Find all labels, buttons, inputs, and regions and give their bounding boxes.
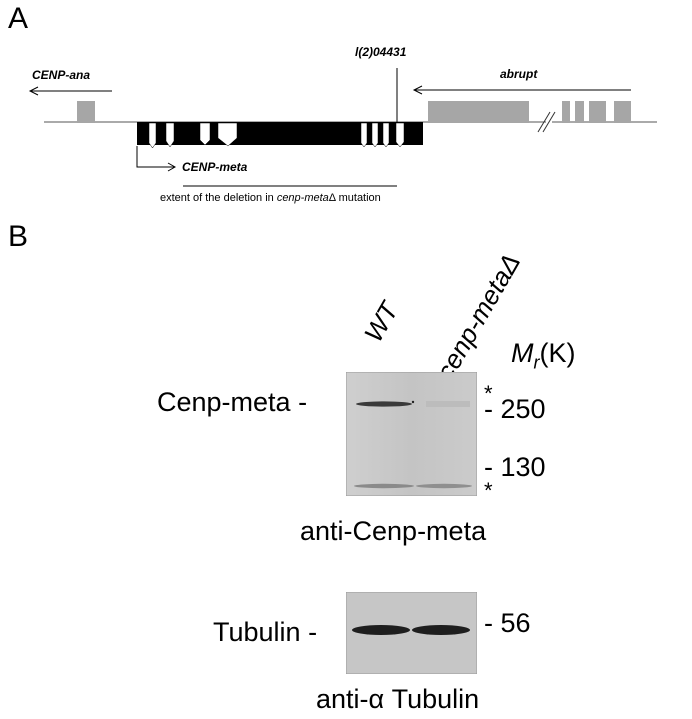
- abrupt-exon-5: [614, 101, 631, 123]
- cenp-meta-blot: [346, 372, 477, 496]
- gene-map-diagram: [28, 68, 657, 187]
- abrupt-exon-4: [589, 101, 606, 123]
- abrupt-exon-3: [575, 101, 584, 123]
- panel-b-letter: B: [8, 220, 29, 253]
- cenp-ana-label: CENP-ana: [32, 68, 91, 82]
- lane-label-wt: WT: [358, 296, 405, 347]
- deletion-caption: extent of the deletion in cenp-metaΔ mut…: [160, 192, 381, 204]
- cenp-ana-exon: [77, 101, 95, 123]
- tubulin-row-label: Tubulin -: [213, 617, 318, 647]
- anti-tubulin-label: anti-α Tubulin: [316, 684, 480, 714]
- cenp-meta-exons: [137, 122, 423, 145]
- wt-nonspecific-band: [354, 483, 414, 489]
- abrupt-exon-1: [428, 101, 529, 123]
- cenp-meta-introns: [148, 122, 405, 149]
- break-mark-1: [537, 111, 551, 133]
- marker-56: - 56: [484, 608, 531, 638]
- cenp-meta-row-label: Cenp-meta -: [157, 387, 308, 417]
- marker-250: - 250: [484, 394, 546, 424]
- cenp-meta-label: CENP-meta: [182, 160, 248, 174]
- asterisk-top: *: [484, 381, 493, 406]
- cenp-meta-arrow: [136, 146, 175, 168]
- mutant-tubulin-band: [412, 625, 470, 635]
- abrupt-label: abrupt: [500, 67, 538, 81]
- mutant-nonspecific-band: [416, 483, 472, 489]
- tubulin-blot: [346, 592, 477, 674]
- wt-tubulin-band: [352, 625, 410, 635]
- insertion-label: l(2)04431: [355, 45, 407, 59]
- mw-header: Mr(K): [511, 338, 576, 373]
- wt-cenp-meta-band: [356, 401, 412, 407]
- panel-a-letter: A: [8, 2, 29, 35]
- break-mark-2: [542, 111, 556, 133]
- mutant-smear: [426, 401, 470, 407]
- asterisk-bottom: *: [484, 478, 493, 503]
- marker-130: - 130: [484, 452, 546, 482]
- anti-cenp-meta-label: anti-Cenp-meta: [300, 516, 487, 546]
- abrupt-exon-2: [562, 101, 570, 123]
